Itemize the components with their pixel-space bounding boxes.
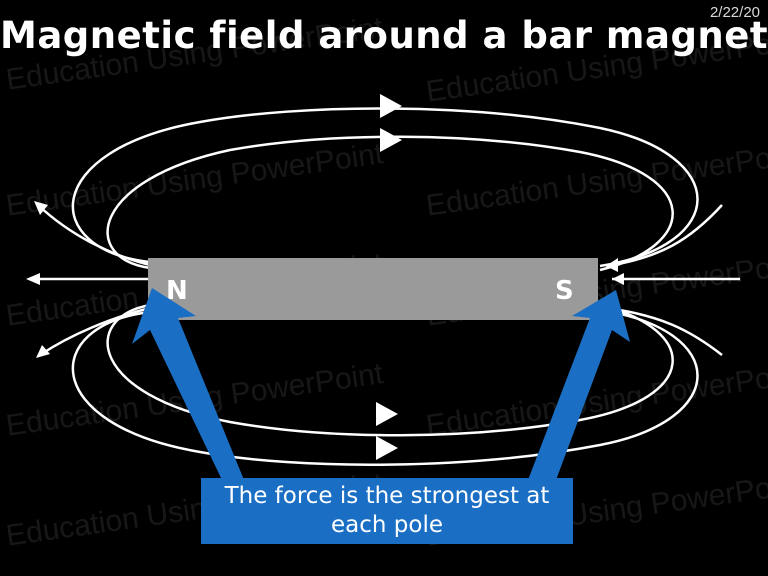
bar-magnet: [148, 258, 598, 320]
field-arrow-right-upper: [606, 258, 618, 272]
field-arrow-left-upper: [34, 201, 48, 215]
callout-text: The force is the strongest at each pole: [224, 483, 550, 538]
field-line-right-upper: [605, 204, 723, 268]
field-arrow-bottom-outer: [376, 436, 398, 460]
callout-box: The force is the strongest at each pole: [201, 478, 573, 544]
field-line-loop-inner-top: [106, 135, 674, 272]
slide-date: 2/22/20: [709, 4, 760, 21]
field-arrow-left-lower: [36, 345, 50, 358]
field-line-left-upper: [37, 204, 151, 267]
callout-arrow-south: [510, 290, 630, 480]
field-arrow-top-outer: [380, 94, 402, 118]
field-line-loop-outer-bottom: [71, 308, 699, 466]
field-line-loop-inner-bottom: [106, 303, 674, 437]
slide-title: Magnetic field around a bar magnet: [0, 14, 768, 57]
south-pole-label: S: [555, 276, 574, 306]
field-arrow-left-middle: [26, 273, 40, 285]
field-arrow-right-middle: [612, 273, 624, 285]
field-arrow-bottom-inner: [376, 402, 398, 426]
field-line-loop-outer-top: [71, 107, 699, 268]
field-arrow-top-inner: [380, 128, 402, 152]
field-line-left-lower: [39, 306, 151, 357]
callout-arrow-north: [132, 288, 268, 480]
north-pole-label: N: [166, 276, 188, 306]
field-line-right-lower: [605, 306, 723, 356]
